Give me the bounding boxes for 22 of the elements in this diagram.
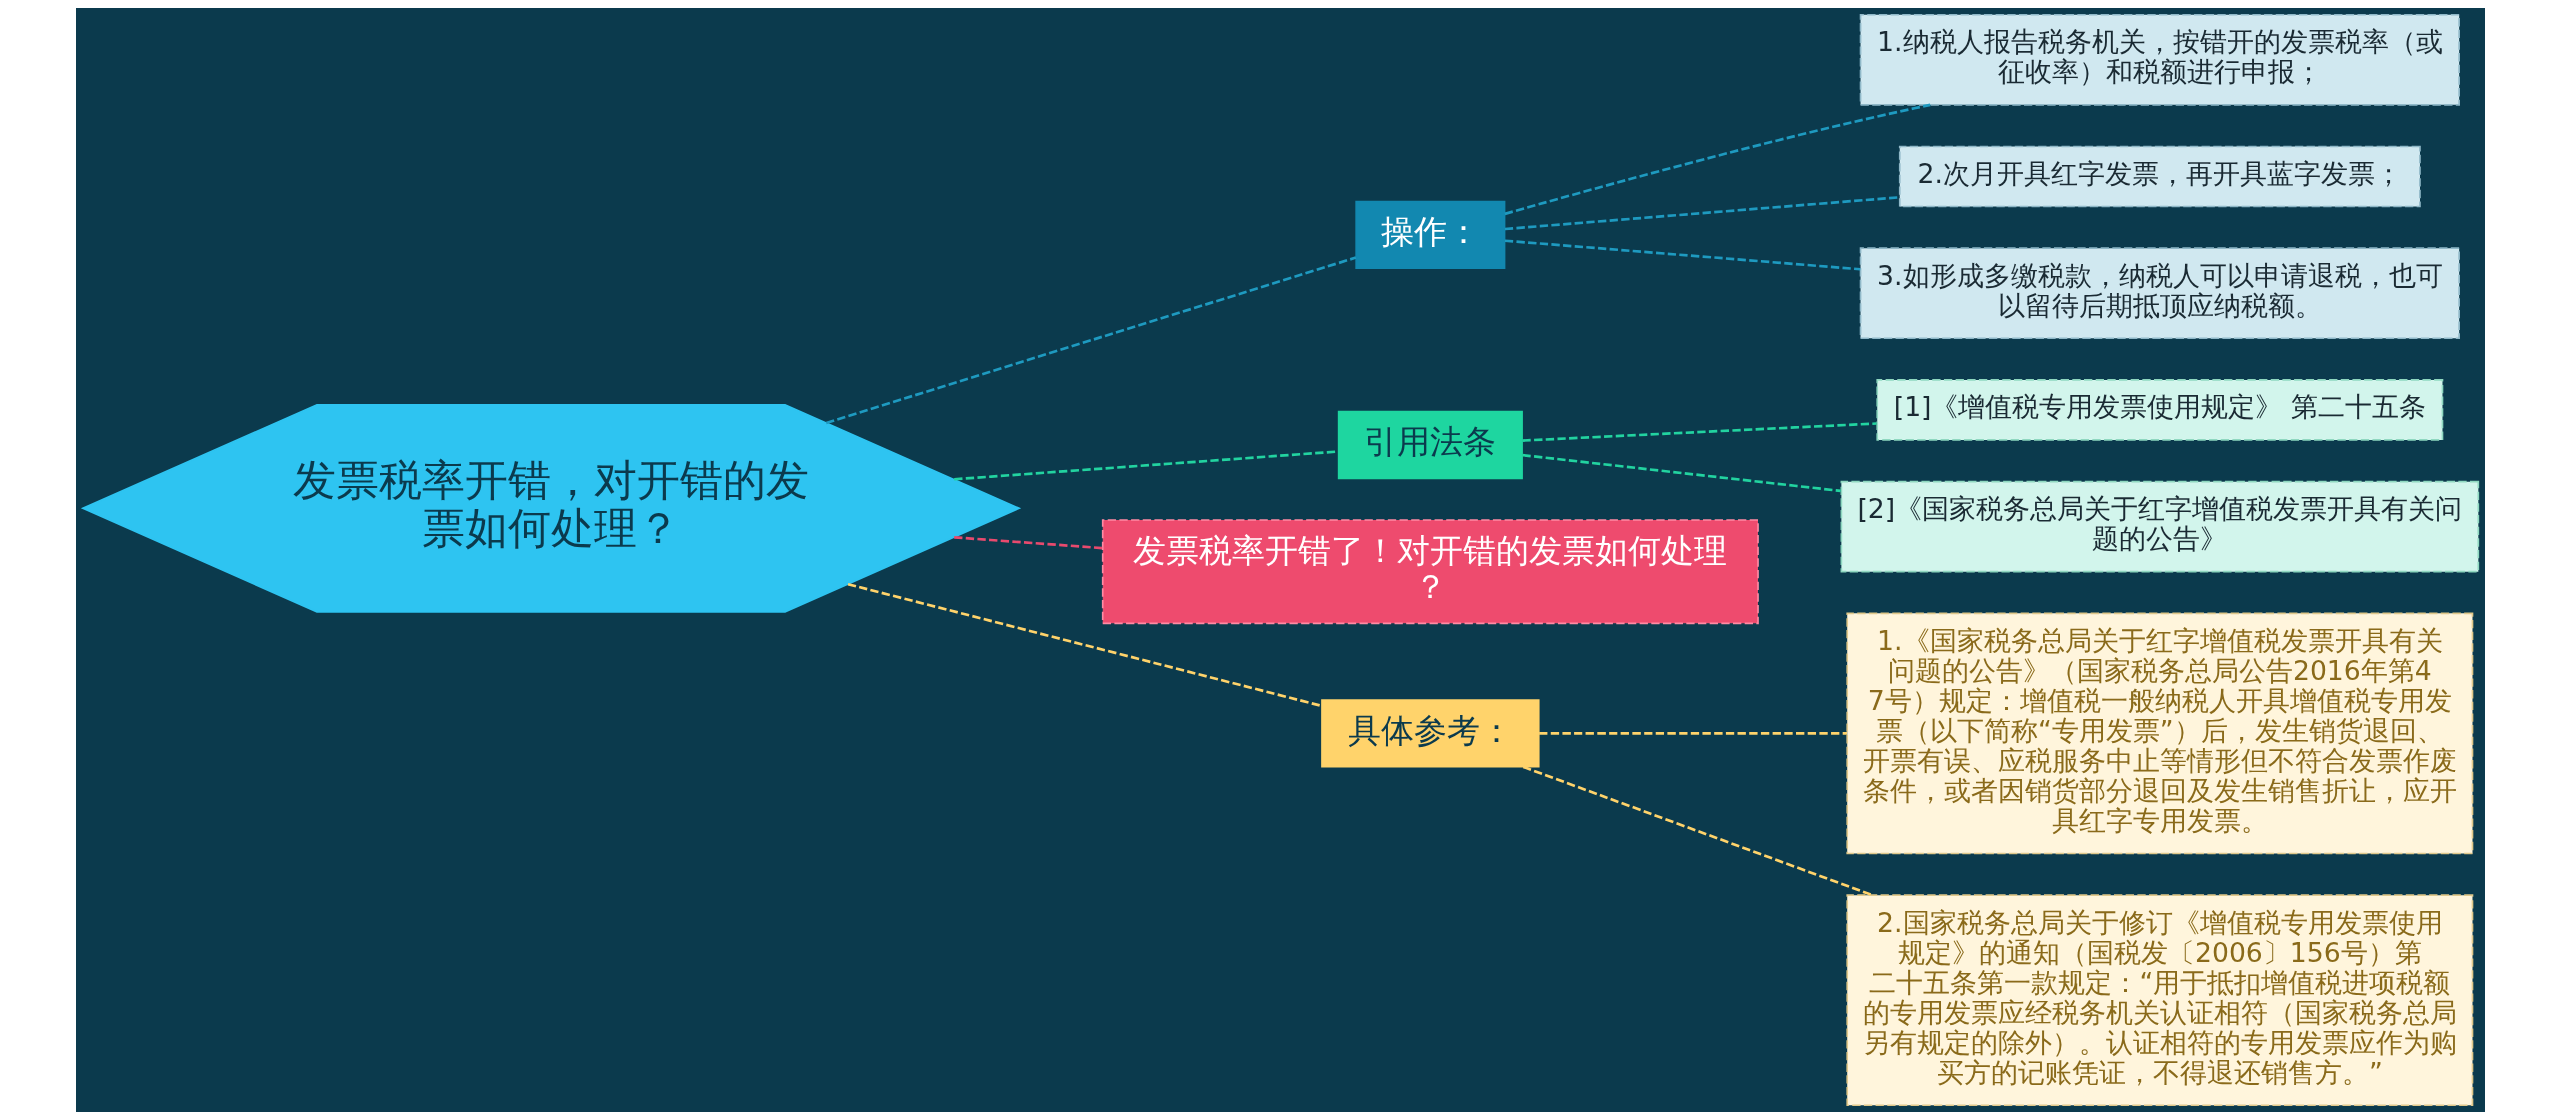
connector — [1504, 196, 1899, 231]
connector — [1521, 453, 1841, 493]
node-box: [2]《国家税务总局关于红字增值税发票开具有关问题的公告》 — [1840, 480, 2479, 573]
node-box: 2.次月开具红字发票，再开具蓝字发票； — [1898, 145, 2421, 208]
connector — [953, 450, 1339, 481]
node-box: 引用法条 — [1337, 410, 1523, 480]
connector — [847, 582, 1322, 708]
node-box: 1.纳税人报告税务机关，按错开的发票税率（或征收率）和税额进行申报； — [1859, 13, 2460, 106]
node-box: 发票税率开错了！对开错的发票如何处理？ — [1101, 519, 1759, 625]
connector — [825, 256, 1356, 425]
node-box: 3.如形成多缴税款，纳税人可以申请退税，也可以留待后期抵顶应纳税额。 — [1859, 247, 2460, 340]
connector — [1504, 239, 1860, 271]
connector — [1521, 422, 1877, 442]
node-box: [1]《增值税专用发票使用规定》 第二十五条 — [1875, 379, 2443, 441]
connector — [1504, 103, 1931, 216]
node-box: 具体参考： — [1320, 699, 1540, 768]
connector — [1538, 732, 1847, 735]
node-box: 1.《国家税务总局关于红字增值税发票开具有关问题的公告》（国家税务总局公告2016年第47号）规定：增值税一般纳税人开具增值税专用发票（以下简称“专用发票”）后，发生销货退回、开票有误、应税服务中止等情形但不符合发票作废条件，或者因销货部分退回及发生销售折让，应开具红字专用发票。 — [1845, 612, 2473, 855]
node-box: 操作： — [1354, 200, 1505, 270]
connector — [953, 536, 1103, 550]
connector — [1522, 765, 1873, 897]
node-box: 2.国家税务总局关于修订《增值税专用发票使用规定》的通知（国税发〔2006〕156号）第二十五条第一款规定：“用于抵扣增值税进项税额的专用发票应经税务机关认证相符（国家税务总局另有规定的除外）。认证相符的专用发票应作为购买方的记账凭证，不得退还销售方。” — [1845, 894, 2473, 1107]
